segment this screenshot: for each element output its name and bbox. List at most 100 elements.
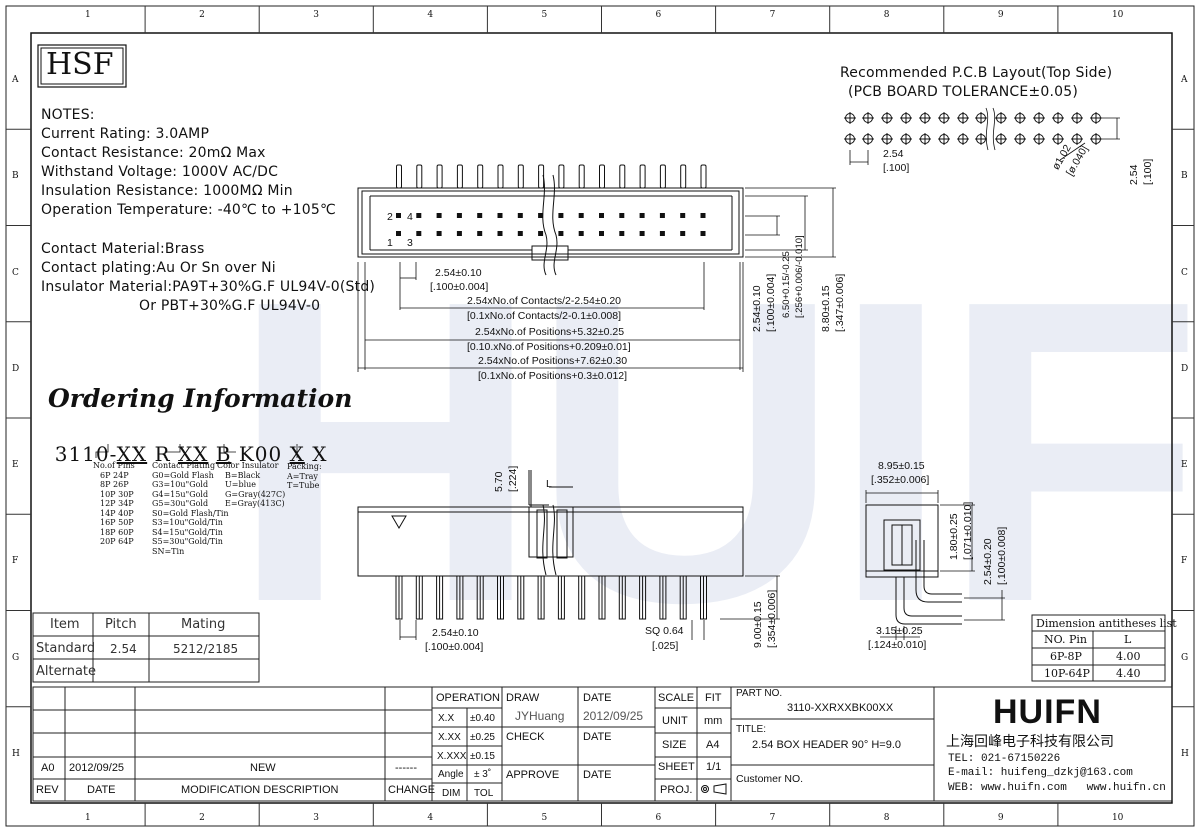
contact-square bbox=[578, 213, 584, 218]
dim-label: DIM bbox=[442, 788, 461, 799]
notes-line: Insulation Resistance: 1000MΩ Min bbox=[41, 183, 293, 199]
pin-top bbox=[477, 164, 484, 189]
fdim-sq: SQ 0.64 bbox=[645, 625, 684, 637]
contact-square bbox=[558, 231, 564, 236]
contact-square bbox=[578, 231, 584, 236]
contact-square bbox=[477, 231, 483, 236]
company-web: WEB: www.huifn.com www.huifn.cn bbox=[948, 782, 1166, 794]
operation-label: OPERATION bbox=[436, 692, 500, 704]
sdim-b: 2.54±0.20 bbox=[982, 538, 994, 585]
frame-column-number: 10 bbox=[1111, 813, 1124, 823]
frame-row-letter: E bbox=[1181, 460, 1188, 471]
frame-row-letter: B bbox=[1181, 171, 1188, 182]
frame-column-number: 3 bbox=[313, 10, 319, 20]
tol-label: X.X bbox=[438, 713, 455, 724]
contact-square bbox=[538, 213, 544, 218]
frame-row-letter: B bbox=[12, 171, 19, 182]
pin-label: 3 bbox=[407, 237, 413, 249]
notes-line: Withstand Voltage: 1000V AC/DC bbox=[41, 164, 279, 180]
material-line: Contact plating:Au Or Sn over Ni bbox=[41, 260, 276, 276]
pins-option: 14P 40P bbox=[100, 508, 134, 518]
contact-square bbox=[497, 231, 503, 236]
frame-row-letter: D bbox=[1181, 363, 1189, 374]
frame-row-letter: C bbox=[1181, 267, 1188, 278]
sdim-width: 8.95±0.15 bbox=[878, 460, 925, 472]
code-color: B bbox=[215, 442, 232, 466]
mating-cell: Standard bbox=[36, 641, 96, 656]
size-value: A4 bbox=[706, 739, 720, 751]
plating-option: S4=15u"Gold/Tin bbox=[152, 527, 223, 537]
contact-square bbox=[436, 231, 442, 236]
frame-row-letter: D bbox=[12, 363, 20, 374]
contact-square bbox=[517, 231, 523, 236]
mating-header: Mating bbox=[181, 617, 226, 632]
pins-title: No.of Pins bbox=[93, 461, 135, 470]
contact-square bbox=[599, 231, 604, 236]
rev-header: DATE bbox=[87, 784, 116, 796]
frame-column-number: 5 bbox=[541, 813, 548, 823]
contact-square bbox=[517, 213, 523, 218]
contact-square bbox=[436, 213, 442, 218]
frame-row-letter: A bbox=[1181, 75, 1188, 86]
draw-date: 2012/09/25 bbox=[583, 709, 644, 723]
pcb-subtitle: (PCB BOARD TOLERANCE±0.05) bbox=[848, 84, 1079, 100]
frame-row-letter: A bbox=[12, 75, 19, 86]
contact-square bbox=[619, 231, 625, 236]
plating-title: Contact Plating bbox=[152, 461, 216, 470]
dim-table-cell: 10P-64P bbox=[1044, 667, 1090, 680]
dim-table-header: L bbox=[1124, 633, 1132, 646]
dim-positions: 2.54xNo.of Positions+5.32±0.25 bbox=[475, 326, 625, 338]
tol-value: ±0.15 bbox=[470, 751, 495, 762]
dim-contacts: 2.54xNo.of Contacts/2-2.54±0.20 bbox=[467, 295, 622, 307]
frame-column-number: 4 bbox=[427, 813, 434, 823]
tol-value: ±0.25 bbox=[470, 732, 495, 743]
proj-label: PROJ. bbox=[660, 784, 693, 796]
packing-option: A=Tray bbox=[287, 471, 318, 481]
watermark: HUIFN bbox=[230, 212, 1200, 692]
hsf-logo: HSF bbox=[46, 47, 114, 82]
fdim-height-in: [.224] bbox=[507, 465, 519, 492]
code-k00: K00 bbox=[231, 442, 290, 466]
pcb-pitch: 2.54 bbox=[883, 148, 904, 160]
plating-option: SN=Tin bbox=[152, 546, 185, 556]
tol-label: X.XX bbox=[438, 732, 461, 743]
pin-top bbox=[416, 164, 423, 189]
frame-column-number: 7 bbox=[769, 813, 776, 823]
dim-contacts-in: [0.1xNo.of Contacts/2-0.1±0.008] bbox=[467, 310, 622, 322]
pin-top bbox=[517, 164, 524, 189]
frame-column-number: 9 bbox=[997, 813, 1004, 823]
plating-option: S0=Gold Flash/Tin bbox=[152, 508, 229, 518]
frame-column-number: 1 bbox=[85, 10, 91, 20]
mating-header: Pitch bbox=[105, 617, 137, 632]
frame-column-number: 2 bbox=[199, 10, 205, 20]
frame-column-number: 6 bbox=[655, 813, 662, 823]
unit-value: mm bbox=[704, 715, 723, 727]
contact-square bbox=[456, 231, 462, 236]
contact-square bbox=[659, 231, 665, 236]
frame-column-number: 4 bbox=[427, 10, 434, 20]
pins-option: 8P 26P bbox=[100, 480, 129, 489]
material-line: Contact Material:Brass bbox=[41, 241, 205, 257]
packing-option: T=Tube bbox=[287, 481, 320, 490]
contact-square bbox=[680, 231, 686, 236]
pin-top bbox=[456, 164, 463, 189]
rev-row-rev: A0 bbox=[41, 762, 55, 774]
fdim-sq-in: [.025] bbox=[652, 640, 679, 652]
sheet-label: SHEET bbox=[658, 761, 695, 773]
pin-top bbox=[700, 164, 707, 189]
rev-row-change: ------ bbox=[395, 762, 417, 774]
plating-option: G4=15u"Gold bbox=[152, 489, 209, 499]
color-option: B=Black bbox=[225, 470, 261, 480]
frame-column-number: 9 bbox=[997, 10, 1004, 20]
color-option: U=blue bbox=[225, 480, 257, 489]
frame-row-letter: E bbox=[12, 460, 19, 471]
sdim-b-in: [.100±0.008] bbox=[996, 526, 1008, 585]
dim-table-cell: 6P-8P bbox=[1050, 650, 1082, 663]
draw-label: DRAW bbox=[506, 692, 540, 704]
fit-label: FIT bbox=[705, 692, 722, 704]
